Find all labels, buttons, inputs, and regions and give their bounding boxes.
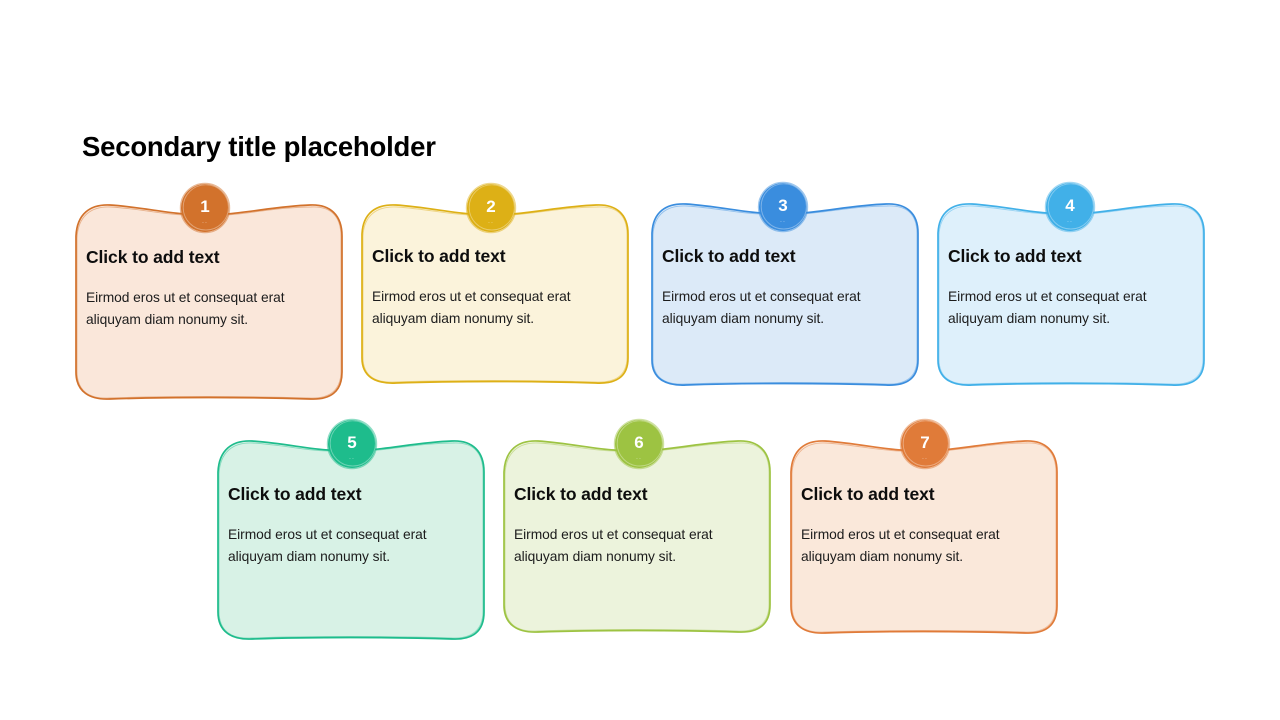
card-7-heading: Click to add text bbox=[801, 484, 935, 504]
card-1-badge-number: 1 bbox=[200, 197, 210, 216]
card-6-badge[interactable]: 6 .. bbox=[613, 418, 665, 470]
card-5-heading: Click to add text bbox=[228, 484, 362, 504]
card-4[interactable]: Click to add text Eirmod eros ut et cons… bbox=[930, 195, 1212, 392]
card-4-badge-shape bbox=[1044, 181, 1096, 233]
card-3-text: Eirmod eros ut et consequat erat aliquya… bbox=[662, 289, 861, 326]
card-3-badge-number: 3 bbox=[778, 196, 788, 215]
card-3-heading: Click to add text bbox=[662, 246, 796, 266]
page-title: Secondary title placeholder bbox=[82, 131, 436, 162]
card-2-sketch-overstroke bbox=[362, 206, 628, 383]
card-2-fill bbox=[361, 204, 629, 384]
card-5-badge[interactable]: 5 .. bbox=[326, 418, 378, 470]
card-4-shape bbox=[937, 203, 1205, 386]
card-5-fill bbox=[217, 440, 485, 640]
card-2-shape bbox=[361, 204, 629, 384]
card-7-text: Eirmod eros ut et consequat erat aliquya… bbox=[801, 527, 1000, 564]
card-6-badge-shape bbox=[613, 418, 665, 470]
card-4-body: Click to add text Eirmod eros ut et cons… bbox=[930, 195, 1212, 392]
card-4-sketch-overstroke bbox=[938, 205, 1204, 385]
card-7-badge-shape bbox=[899, 418, 951, 470]
card-7-body: Click to add text Eirmod eros ut et cons… bbox=[783, 432, 1065, 640]
card-7-sketch-overstroke bbox=[791, 442, 1057, 633]
card-6[interactable]: Click to add text Eirmod eros ut et cons… bbox=[496, 432, 778, 639]
card-7-badge[interactable]: 7 .. bbox=[899, 418, 951, 470]
card-1[interactable]: Click to add text Eirmod eros ut et cons… bbox=[68, 196, 350, 406]
card-1-fill bbox=[75, 204, 343, 400]
card-1-heading: Click to add text bbox=[86, 247, 220, 267]
card-6-badge-mark: .. bbox=[636, 454, 642, 461]
card-5-shape bbox=[217, 440, 485, 640]
card-1-badge[interactable]: 1 .. bbox=[179, 182, 231, 234]
card-1-shape bbox=[75, 204, 343, 400]
card-5-sketch-overstroke bbox=[218, 442, 484, 639]
card-1-sketch-overstroke bbox=[76, 206, 342, 399]
card-6-body: Click to add text Eirmod eros ut et cons… bbox=[496, 432, 778, 639]
card-2-text: Eirmod eros ut et consequat erat aliquya… bbox=[372, 289, 571, 326]
card-5-text: Eirmod eros ut et consequat erat aliquya… bbox=[228, 527, 427, 564]
card-6-fill bbox=[503, 440, 771, 633]
card-5-body: Click to add text Eirmod eros ut et cons… bbox=[210, 432, 492, 646]
card-5-badge-mark: .. bbox=[349, 454, 355, 461]
card-2-badge-mark: .. bbox=[488, 218, 494, 225]
card-2-body: Click to add text Eirmod eros ut et cons… bbox=[354, 196, 636, 390]
card-5-badge-number: 5 bbox=[347, 433, 357, 452]
card-4-text: Eirmod eros ut et consequat erat aliquya… bbox=[948, 289, 1147, 326]
card-1-badge-mark: .. bbox=[202, 218, 208, 225]
card-3-fill bbox=[651, 203, 919, 386]
card-2-badge[interactable]: 2 .. bbox=[465, 182, 517, 234]
card-2-badge-shape bbox=[465, 182, 517, 234]
card-1-text: Eirmod eros ut et consequat erat aliquya… bbox=[86, 290, 285, 327]
card-3-badge-mark: .. bbox=[780, 217, 786, 224]
card-7-fill bbox=[790, 440, 1058, 634]
card-6-heading: Click to add text bbox=[514, 484, 648, 504]
card-4-fill bbox=[937, 203, 1205, 386]
card-7-badge-mark: .. bbox=[922, 454, 928, 461]
card-3-body: Click to add text Eirmod eros ut et cons… bbox=[644, 195, 926, 392]
card-4-badge-number: 4 bbox=[1065, 196, 1075, 215]
card-4-badge[interactable]: 4 .. bbox=[1044, 181, 1096, 233]
card-7-shape bbox=[790, 440, 1058, 634]
card-4-badge-mark: .. bbox=[1067, 217, 1073, 224]
card-6-shape bbox=[503, 440, 771, 633]
card-1-body: Click to add text Eirmod eros ut et cons… bbox=[68, 196, 350, 406]
card-7[interactable]: Click to add text Eirmod eros ut et cons… bbox=[783, 432, 1065, 640]
card-3-shape bbox=[651, 203, 919, 386]
card-2[interactable]: Click to add text Eirmod eros ut et cons… bbox=[354, 196, 636, 390]
card-2-heading: Click to add text bbox=[372, 246, 506, 266]
card-3-sketch-overstroke bbox=[652, 205, 918, 385]
card-1-badge-shape bbox=[179, 182, 231, 234]
card-3[interactable]: Click to add text Eirmod eros ut et cons… bbox=[644, 195, 926, 392]
card-3-badge-shape bbox=[757, 181, 809, 233]
card-5[interactable]: Click to add text Eirmod eros ut et cons… bbox=[210, 432, 492, 646]
card-6-sketch-overstroke bbox=[504, 442, 770, 632]
card-7-badge-number: 7 bbox=[920, 433, 930, 452]
card-3-badge[interactable]: 3 .. bbox=[757, 181, 809, 233]
card-6-badge-number: 6 bbox=[634, 433, 644, 452]
card-2-badge-number: 2 bbox=[486, 197, 496, 216]
card-5-badge-shape bbox=[326, 418, 378, 470]
card-6-text: Eirmod eros ut et consequat erat aliquya… bbox=[514, 527, 713, 564]
card-4-heading: Click to add text bbox=[948, 246, 1082, 266]
